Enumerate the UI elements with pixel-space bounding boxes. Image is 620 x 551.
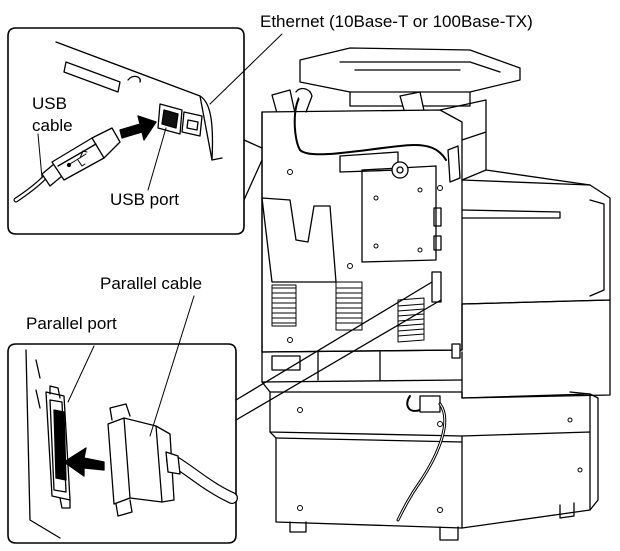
parallel-cable-label: Parallel cable (100, 274, 203, 293)
usb-cable-label-line2: cable (32, 116, 73, 135)
usb-cable-label-line1: USB (32, 94, 67, 113)
parallel-callout (7, 281, 442, 544)
copier-machine (261, 47, 611, 541)
ethernet-label: Ethernet (10Base-T or 100Base-TX) (260, 12, 533, 31)
ethernet-leader-line (209, 33, 283, 105)
usb-port-label: USB port (110, 190, 179, 209)
usb-trident-icon (66, 150, 88, 168)
parallel-port-label: Parallel port (26, 314, 117, 333)
usb-callout (7, 27, 263, 235)
